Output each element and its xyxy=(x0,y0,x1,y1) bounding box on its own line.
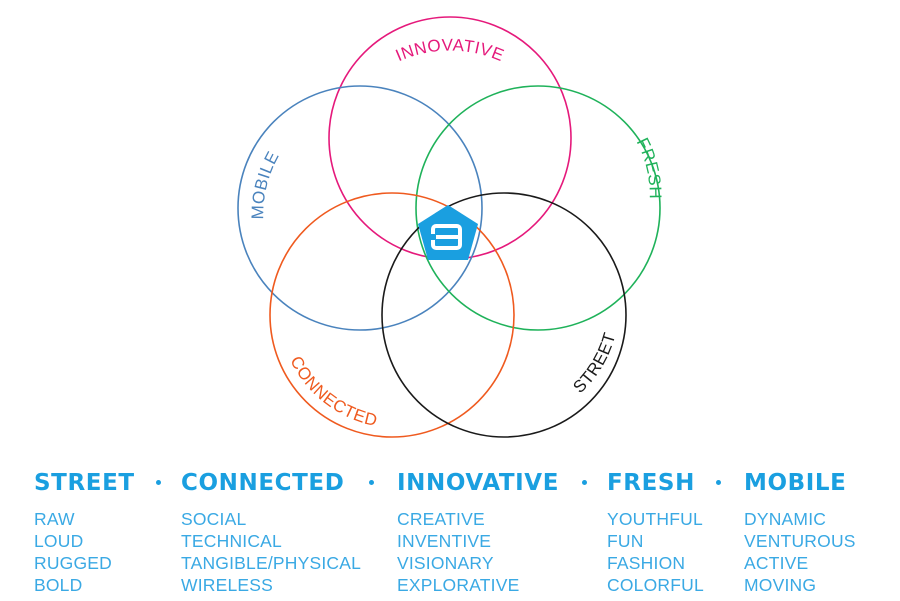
list-item: FASHION xyxy=(607,553,686,573)
attribute-list: YOUTHFUL FUN FASHION COLORFUL xyxy=(607,508,704,596)
list-item: VENTUROUS xyxy=(744,531,856,551)
list-item: FUN xyxy=(607,531,644,551)
label-connected: CONNECTED xyxy=(286,353,379,430)
list-item: DYNAMIC xyxy=(744,509,827,529)
list-item: LOUD xyxy=(34,531,84,551)
list-item: COLORFUL xyxy=(607,575,704,595)
label-innovative: INNOVATIVE xyxy=(393,35,507,65)
column-title: STREET xyxy=(34,470,135,496)
list-item: SOCIAL xyxy=(181,509,247,529)
list-item: MOVING xyxy=(744,575,817,595)
attribute-columns: STREET RAW LOUD RUGGED BOLD CONNECTED SO… xyxy=(0,466,900,601)
list-item: RUGGED xyxy=(34,553,113,573)
label-street: STREET xyxy=(569,330,619,397)
list-item: CREATIVE xyxy=(397,509,485,529)
circle-connected xyxy=(269,192,515,438)
separator-dot xyxy=(716,480,721,485)
list-item: ACTIVE xyxy=(744,553,809,573)
list-item: YOUTHFUL xyxy=(607,509,703,529)
column-title: CONNECTED xyxy=(181,470,345,496)
attribute-list: DYNAMIC VENTUROUS ACTIVE MOVING xyxy=(744,508,856,596)
label-fresh: FRESH xyxy=(633,135,665,200)
separator-dot xyxy=(156,480,161,485)
attribute-list: SOCIAL TECHNICAL TANGIBLE/PHYSICAL WIREL… xyxy=(181,508,361,596)
list-item: VISIONARY xyxy=(397,553,494,573)
separator-dot xyxy=(369,480,374,485)
column-title: FRESH xyxy=(607,470,695,496)
circle-mobile xyxy=(237,85,483,331)
separator-dot xyxy=(582,480,587,485)
attribute-list: RAW LOUD RUGGED BOLD xyxy=(34,508,135,596)
list-item: TANGIBLE/PHYSICAL xyxy=(181,553,362,573)
column-street: STREET RAW LOUD RUGGED BOLD xyxy=(34,466,135,596)
column-fresh: FRESH YOUTHFUL FUN FASHION COLORFUL xyxy=(607,466,704,596)
circle-fresh xyxy=(415,85,661,331)
list-item: TECHNICAL xyxy=(181,531,282,551)
attribute-list: CREATIVE INVENTIVE VISIONARY EXPLORATIVE xyxy=(397,508,559,596)
logo-pentagon xyxy=(418,205,478,260)
list-item: RAW xyxy=(34,509,75,529)
column-mobile: MOBILE DYNAMIC VENTUROUS ACTIVE MOVING xyxy=(744,466,856,596)
list-item: INVENTIVE xyxy=(397,531,492,551)
column-connected: CONNECTED SOCIAL TECHNICAL TANGIBLE/PHYS… xyxy=(181,466,361,596)
column-innovative: INNOVATIVE CREATIVE INVENTIVE VISIONARY … xyxy=(397,466,559,596)
column-title: MOBILE xyxy=(744,470,847,496)
circle-street xyxy=(381,192,627,438)
brand-logo xyxy=(418,205,478,260)
list-item: EXPLORATIVE xyxy=(397,575,520,595)
venn-diagram: INNOVATIVE MOBILE FRESH CONNECTED STREET xyxy=(237,16,665,438)
list-item: WIRELESS xyxy=(181,575,274,595)
column-title: INNOVATIVE xyxy=(397,470,560,496)
list-item: BOLD xyxy=(34,575,83,595)
label-mobile: MOBILE xyxy=(248,148,283,220)
